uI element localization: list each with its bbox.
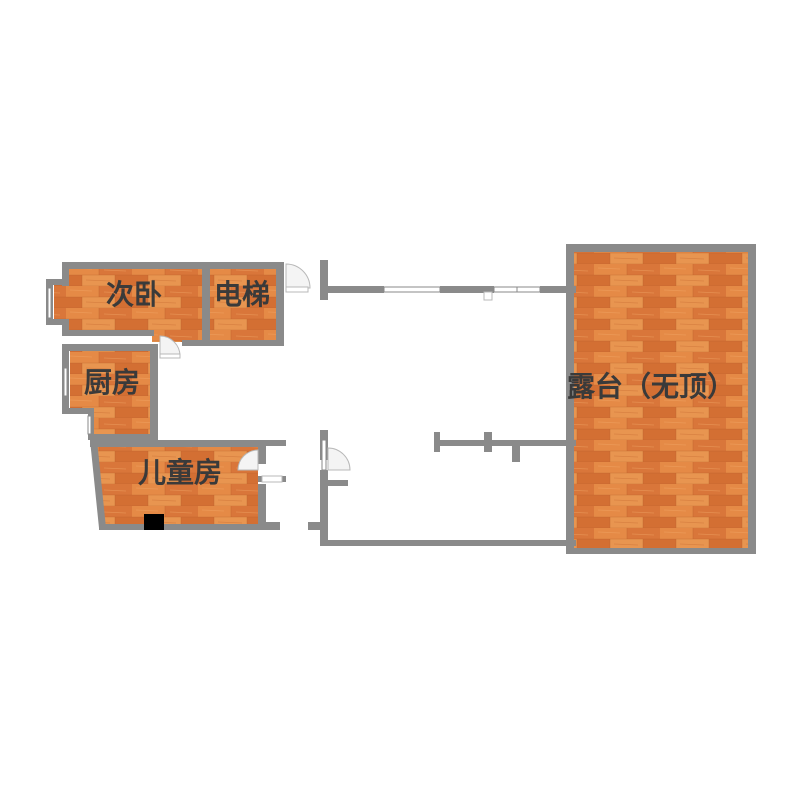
wall-segment <box>440 286 494 293</box>
wall-segment <box>748 244 756 552</box>
wall-segment <box>62 408 94 414</box>
window <box>47 287 52 319</box>
wall-segment <box>62 319 69 333</box>
wall-segment <box>90 440 266 447</box>
wall-segment <box>62 262 69 286</box>
wall-segment <box>99 524 266 530</box>
wall-segment <box>62 262 210 269</box>
window <box>63 367 68 397</box>
wall-segment <box>484 432 492 452</box>
room-labels: 次卧 电梯 厨房 儿童房 露台（无顶） <box>84 278 735 489</box>
walls <box>46 244 756 554</box>
window <box>383 286 441 293</box>
wall-segment <box>182 340 210 346</box>
door-kitchen-leaf <box>159 353 181 359</box>
wall-segment <box>258 440 286 446</box>
window <box>87 415 92 435</box>
wall-segment <box>566 244 756 252</box>
wall-segment <box>320 260 328 300</box>
room-terrace-floor[interactable] <box>574 252 748 548</box>
wall-segment <box>62 330 154 336</box>
wall-segment <box>202 262 284 269</box>
wall-segment <box>540 286 576 293</box>
doors <box>159 263 493 483</box>
wall-segment <box>276 262 284 346</box>
wall-segment <box>150 344 158 440</box>
wall-segment <box>258 440 266 464</box>
label-kitchen: 厨房 <box>84 366 140 399</box>
room-second-bedroom-floor[interactable] <box>54 268 202 342</box>
door-corridor-leaf <box>261 475 283 483</box>
wall-segment <box>46 279 66 285</box>
wall-segment <box>308 522 328 530</box>
wall-segment <box>320 540 576 546</box>
wall-segment <box>90 440 106 528</box>
wall-segment <box>88 434 158 440</box>
label-elevator: 电梯 <box>214 278 270 311</box>
room-childrens-room-floor[interactable] <box>96 446 258 526</box>
door-top-stub <box>483 291 493 301</box>
label-childrens-room: 儿童房 <box>138 456 222 489</box>
room-elevator-floor[interactable] <box>210 268 276 342</box>
wall-segment <box>320 286 384 293</box>
room-kitchen-floor[interactable] <box>70 350 150 436</box>
wall-segment <box>62 344 158 351</box>
wall-segment <box>258 484 266 530</box>
windows <box>47 286 541 471</box>
wall-segment <box>46 319 68 325</box>
wall-segment <box>434 440 576 446</box>
wall-segment <box>320 480 348 486</box>
wall-segment <box>202 262 210 346</box>
label-second-bedroom: 次卧 <box>106 278 162 311</box>
structural-column <box>144 514 164 530</box>
wall-segment <box>320 470 328 546</box>
label-terrace: 露台（无顶） <box>567 370 735 403</box>
window <box>321 439 327 471</box>
wall-segment <box>566 244 574 552</box>
wall-segment <box>258 522 280 530</box>
wall-segment <box>512 440 520 462</box>
wall-segment <box>202 340 284 346</box>
door-elevator-swing <box>285 263 311 289</box>
door-corridor-swing <box>327 447 351 471</box>
wall-segment <box>566 548 756 554</box>
door-childrens-room-swing <box>237 449 259 471</box>
door-elevator-leaf <box>285 286 309 293</box>
